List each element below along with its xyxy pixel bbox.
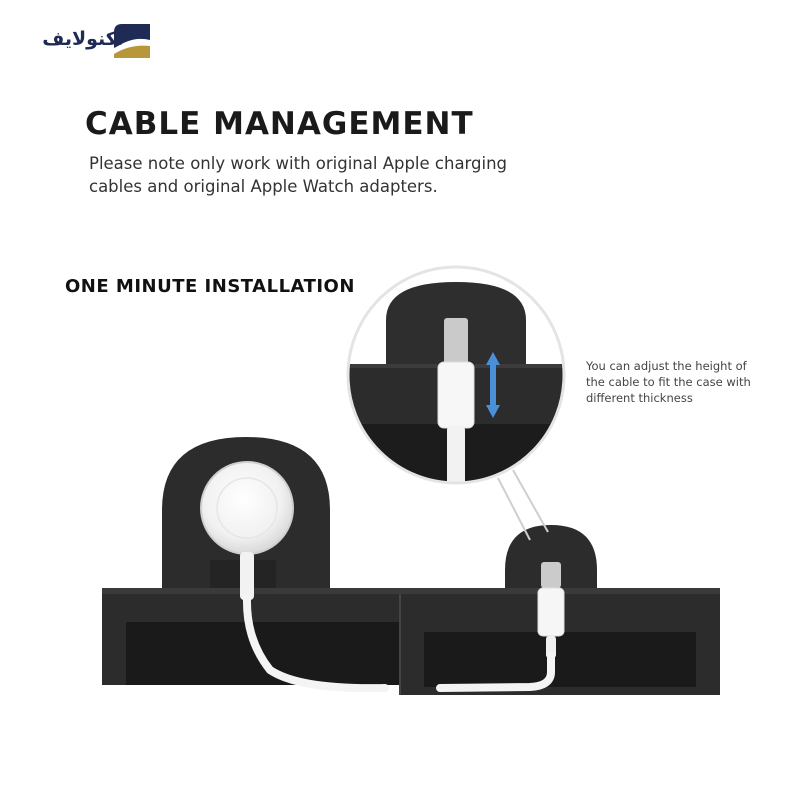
watch-charger [200,461,389,693]
headline: CABLE MANAGEMENT [85,106,474,142]
lightning-cable [436,562,565,692]
installation-label: ONE MINUTE INSTALLATION [65,276,355,297]
adjust-caption: You can adjust the height of the cable t… [586,359,751,405]
compatibility-note: Please note only work with original Appl… [89,154,508,196]
cable-holder-base [102,437,720,695]
zoom-pointer-left [497,477,531,541]
zoom-detail [346,265,566,485]
zoom-pointer-right [512,469,549,533]
brand-name: تکنولایف [42,28,124,50]
up-down-arrow-icon [486,352,500,418]
brand-logo[interactable]: تکنولایف [20,18,160,66]
brand-mark-icon [114,24,150,58]
